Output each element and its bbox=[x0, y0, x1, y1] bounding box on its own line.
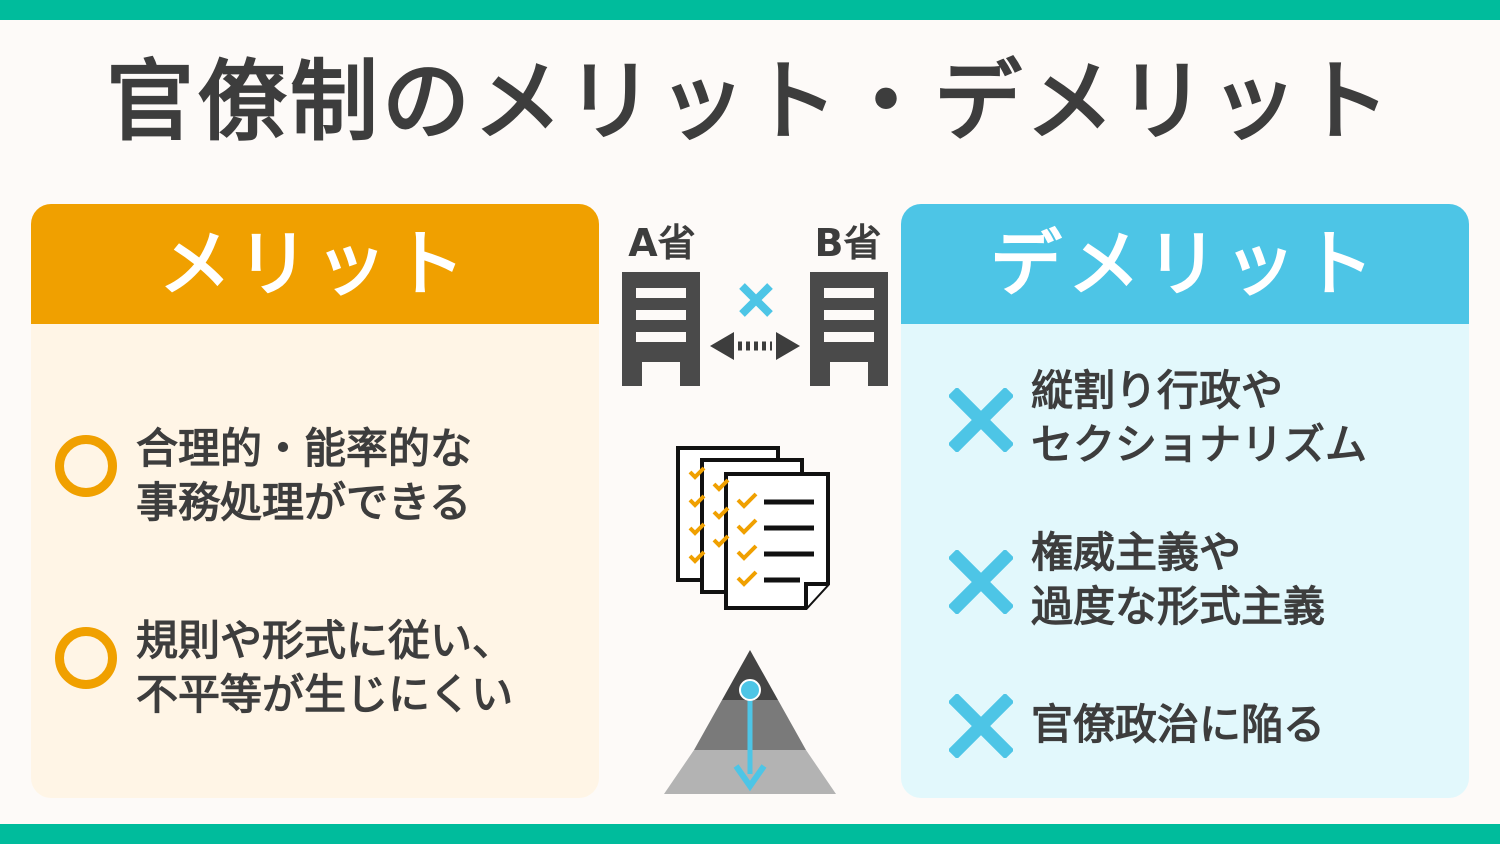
merit-item-2-text: 規則や形式に従い、 不平等が生じにくい bbox=[136, 614, 514, 722]
demerit-item-2-line2: 過度な形式主義 bbox=[1031, 582, 1326, 631]
circle-icon bbox=[55, 435, 117, 497]
ministry-a-label: A省 bbox=[628, 221, 695, 265]
cross-icon bbox=[949, 550, 1013, 614]
cross-icon bbox=[949, 694, 1013, 758]
demerit-panel: デメリット 縦割り行政や セクショナリズム 権威主義や 過度な形式主義 官僚政治… bbox=[901, 204, 1469, 798]
circle-icon bbox=[55, 627, 117, 689]
demerit-item-3-text: 官僚政治に陥る bbox=[1031, 698, 1325, 752]
merit-item-2-line2: 不平等が生じにくい bbox=[136, 670, 514, 719]
building-icon bbox=[810, 272, 888, 386]
ministry-b-label: B省 bbox=[815, 221, 882, 265]
double-arrow-icon bbox=[710, 332, 800, 360]
merit-item-1-line2: 事務処理ができる bbox=[136, 478, 472, 527]
down-arrow-icon bbox=[733, 679, 767, 792]
demerit-item-1-line1: 縦割り行政や bbox=[1031, 366, 1284, 415]
top-accent-bar bbox=[0, 0, 1500, 20]
bottom-accent-bar bbox=[0, 824, 1500, 844]
checklist-documents-icon bbox=[676, 446, 830, 610]
demerit-item-1-text: 縦割り行政や セクショナリズム bbox=[1031, 364, 1367, 472]
page-title: 官僚制のメリット・デメリット bbox=[105, 50, 1394, 153]
demerit-item-2-line1: 権威主義や bbox=[1031, 528, 1242, 577]
merit-panel: メリット 合理的・能率的な 事務処理ができる 規則や形式に従い、 不平等が生じに… bbox=[31, 204, 599, 798]
merit-heading: メリット bbox=[31, 204, 599, 324]
demerit-item-1-line2: セクショナリズム bbox=[1031, 420, 1368, 469]
demerit-item-2-text: 権威主義や 過度な形式主義 bbox=[1031, 526, 1325, 634]
merit-item-2-line1: 規則や形式に従い、 bbox=[136, 616, 515, 665]
demerit-heading: デメリット bbox=[901, 204, 1469, 324]
building-icon bbox=[622, 272, 700, 386]
cross-icon bbox=[949, 388, 1013, 452]
demerit-item-3-line1: 官僚政治に陥る bbox=[1031, 700, 1326, 749]
merit-item-1-line1: 合理的・能率的な bbox=[136, 424, 473, 473]
merit-item-1-text: 合理的・能率的な 事務処理ができる bbox=[136, 422, 472, 530]
center-illustration: A省 B省 bbox=[622, 221, 888, 794]
cross-icon bbox=[739, 283, 773, 317]
